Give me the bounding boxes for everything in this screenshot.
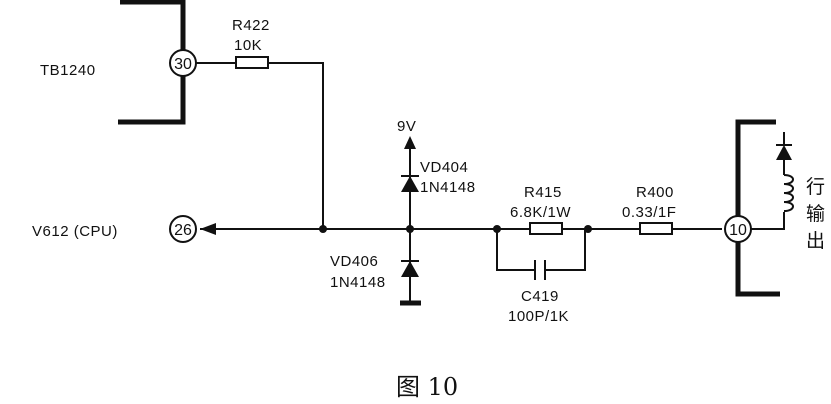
tb1240-label: TB1240 xyxy=(40,62,96,79)
pin-10-label: 10 xyxy=(729,222,747,239)
signal-arrow xyxy=(200,223,216,235)
pin-30-label: 30 xyxy=(174,56,192,73)
r400-value: 0.33/1F xyxy=(622,204,676,221)
cpu-label: V612 (CPU) xyxy=(32,223,118,240)
supply-arrow xyxy=(404,136,416,149)
flyback-char-1: 行 xyxy=(806,176,825,198)
tb1240-connector: 30 xyxy=(118,0,197,125)
flyback-connector: 10 xyxy=(724,119,780,297)
pin-26-label: 26 xyxy=(174,222,192,239)
vd404-part: 1N4148 xyxy=(420,179,476,196)
r422-resistor xyxy=(235,56,269,69)
vd404-diode xyxy=(401,175,419,192)
r415-value: 6.8K/1W xyxy=(510,204,571,221)
flyback-diode xyxy=(776,144,792,160)
vd406-diode xyxy=(401,260,419,277)
junction-dot xyxy=(319,225,327,233)
r400-ref: R400 xyxy=(636,184,674,201)
figure-caption: 图 10 xyxy=(396,373,458,401)
r415-resistor xyxy=(529,222,563,235)
c419-value: 100P/1K xyxy=(508,308,569,325)
r422-ref: R422 xyxy=(232,17,270,34)
c419-capacitor xyxy=(534,260,546,280)
c419-ref: C419 xyxy=(521,288,559,305)
r415-ref: R415 xyxy=(524,184,562,201)
r400-resistor xyxy=(639,222,673,235)
supply-label: 9V xyxy=(397,118,416,135)
vd404-ref: VD404 xyxy=(420,159,468,176)
r422-value: 10K xyxy=(234,37,262,54)
flyback-char-2: 输 xyxy=(806,203,825,225)
flyback-coil xyxy=(783,174,794,212)
vd406-part: 1N4148 xyxy=(330,274,386,291)
vd406-ref: VD406 xyxy=(330,253,378,270)
flyback-char-3: 出 xyxy=(806,230,825,252)
pin-26-circle xyxy=(169,215,197,243)
